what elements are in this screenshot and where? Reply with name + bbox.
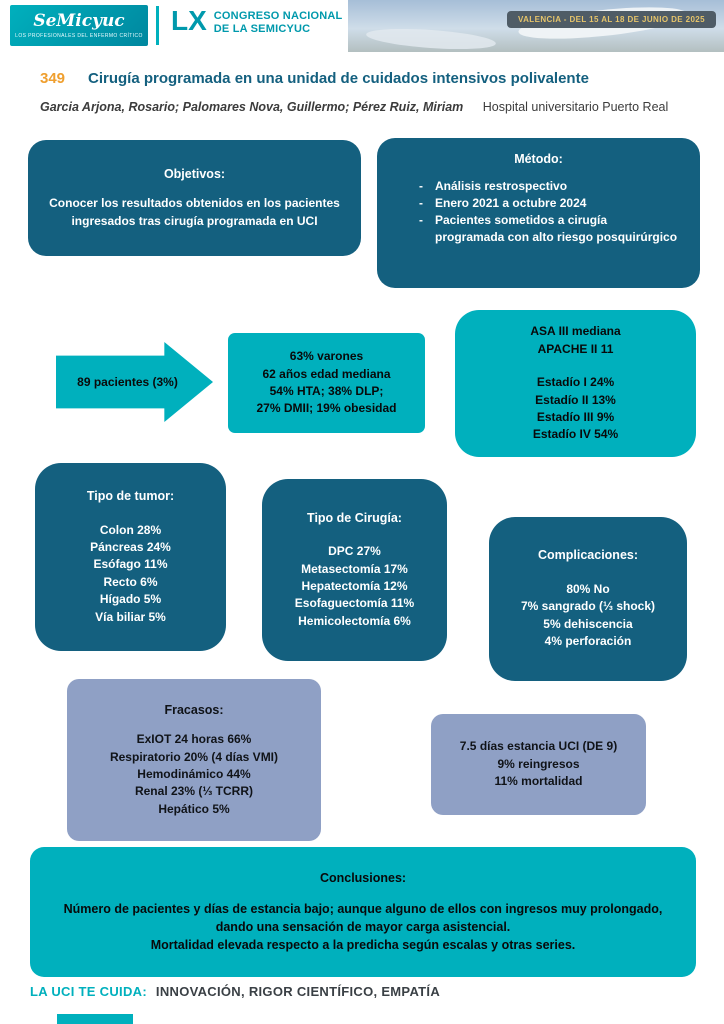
severidad-box: ASA III mediana APACHE II 11 Estadío I 2… <box>455 310 696 457</box>
objetivos-box: Objetivos: Conocer los resultados obteni… <box>28 140 361 256</box>
bottom-accent-bar <box>57 1014 133 1024</box>
footer-slogan-rest: INNOVACIÓN, RIGOR CIENTÍFICO, EMPATÍA <box>155 984 441 999</box>
conclusiones-title: Conclusiones: <box>319 871 407 886</box>
fracasos-line: Respiratorio 20% (4 días VMI) <box>109 749 279 764</box>
metodo-item: Pacientes sometidos a cirugía programada… <box>419 212 678 246</box>
demografia-line: 62 años edad mediana <box>262 366 391 381</box>
cirugia-line: Hepatectomía 12% <box>301 579 408 594</box>
complicaciones-line: 5% dehiscencia <box>543 616 633 631</box>
complicaciones-line: 4% perforación <box>544 634 632 649</box>
logo-brand-text: SeMicyuc <box>33 10 125 31</box>
tumor-box: Tipo de tumor: Colon 28% Páncreas 24% Es… <box>35 463 226 651</box>
tumor-lines: Colon 28% Páncreas 24% Esófago 11% Recto… <box>90 522 171 626</box>
tumor-line: Esófago 11% <box>93 557 168 572</box>
tumor-line: Vía biliar 5% <box>95 609 166 624</box>
objetivos-title: Objetivos: <box>163 166 226 181</box>
conclusiones-box: Conclusiones: Número de pacientes y días… <box>30 847 696 977</box>
cirugia-line: Metasectomía 17% <box>301 561 408 576</box>
conclusiones-line: Número de pacientes y días de estancia b… <box>63 901 663 934</box>
cirugia-line: Hemicolectomía 6% <box>298 613 411 628</box>
patients-arrow-label: 89 pacientes (3%) <box>77 375 178 389</box>
logo-tagline: LOS PROFESIONALES DEL ENFERMO CRÍTICO <box>15 32 143 39</box>
estancia-line: 11% mortalidad <box>494 774 583 789</box>
tumor-line: Hígado 5% <box>99 592 162 607</box>
footer-slogan: LA UCI TE CUIDA: INNOVACIÓN, RIGOR CIENT… <box>30 984 440 999</box>
complicaciones-line: 80% No <box>566 581 610 596</box>
demografia-line: 27% DMII; 19% obesidad <box>256 401 397 416</box>
footer-slogan-lead: LA UCI TE CUIDA: <box>30 984 147 999</box>
fracasos-line: Hemodinámico 44% <box>137 767 251 782</box>
fracasos-box: Fracasos: ExIOT 24 horas 66% Respiratori… <box>67 679 321 841</box>
cirugia-title: Tipo de Cirugía: <box>307 510 402 525</box>
estancia-box: 7.5 días estancia UCI (DE 9) 9% reingres… <box>431 714 646 815</box>
severidad-line: ASA III mediana <box>530 324 621 339</box>
metodo-item: Análisis restrospectivo <box>419 178 678 195</box>
tumor-title: Tipo de tumor: <box>86 489 175 504</box>
authors: Garcia Arjona, Rosario; Palomares Nova, … <box>40 100 464 114</box>
congress-title: LX CONGRESO NACIONAL DE LA SEMICYUC <box>171 7 342 36</box>
abstract-title: Cirugía programada en una unidad de cuid… <box>88 70 589 87</box>
congress-name-line1: CONGRESO NACIONAL <box>213 10 343 22</box>
severidad-stage-line: Estadío I 24% <box>536 375 615 390</box>
severidad-stage-line: Estadío IV 54% <box>532 427 619 442</box>
congress-edition: LX <box>171 5 207 36</box>
metodo-item-text: Pacientes sometidos a cirugía programada… <box>435 212 678 244</box>
severidad-scores: ASA III mediana APACHE II 11 <box>530 323 620 358</box>
cirugia-box: Tipo de Cirugía: DPC 27% Metasectomía 17… <box>262 479 447 661</box>
cirugia-line: DPC 27% <box>328 544 381 559</box>
tumor-line: Páncreas 24% <box>90 539 171 554</box>
fracasos-title: Fracasos: <box>164 702 224 717</box>
complicaciones-box: Complicaciones: 80% No 7% sangrado (⅓ sh… <box>489 517 687 681</box>
congress-name-line2: DE LA SEMICYUC <box>213 23 311 36</box>
abstract-number: 349 <box>40 70 66 87</box>
tumor-line: Colon 28% <box>99 522 162 537</box>
affiliation: Hospital universitario Puerto Real <box>482 100 669 114</box>
demografia-box: 63% varones 62 años edad mediana 54% HTA… <box>228 333 425 433</box>
metodo-item-text: Análisis restrospectivo <box>435 178 568 193</box>
fracasos-lines: ExIOT 24 horas 66% Respiratorio 20% (4 d… <box>110 731 278 818</box>
estancia-line: 9% reingresos <box>497 756 580 771</box>
fracasos-line: ExIOT 24 horas 66% <box>136 732 252 747</box>
metodo-list: Análisis restrospectivo Enero 2021 a oct… <box>377 178 700 246</box>
estancia-line: 7.5 días estancia UCI (DE 9) <box>459 739 618 754</box>
header: SeMicyuc LOS PROFESIONALES DEL ENFERMO C… <box>0 0 724 52</box>
header-divider <box>156 6 159 45</box>
demografia-line: 54% HTA; 38% DLP; <box>269 384 384 398</box>
metodo-title: Método: <box>514 152 563 166</box>
building-shape-icon <box>365 25 497 52</box>
authors-row: Garcia Arjona, Rosario; Palomares Nova, … <box>40 100 668 114</box>
severidad-stages: Estadío I 24% Estadío II 13% Estadío III… <box>533 374 618 444</box>
objetivos-body: Conocer los resultados obtenidos en los … <box>49 196 340 228</box>
event-date-badge: VALENCIA - DEL 15 AL 18 DE JUNIO DE 2025 <box>506 11 716 28</box>
complicaciones-line: 7% sangrado (⅓ shock) <box>520 599 656 614</box>
congress-name: CONGRESO NACIONAL DE LA SEMICYUC <box>214 7 343 36</box>
demografia-line: 63% varones <box>289 349 364 364</box>
complicaciones-lines: 80% No 7% sangrado (⅓ shock) 5% dehiscen… <box>521 581 655 651</box>
fracasos-line: Renal 23% (⅓ TCRR) <box>134 784 253 799</box>
conclusiones-line: Mortalidad elevada respecto a la predich… <box>150 937 576 952</box>
cirugia-lines: DPC 27% Metasectomía 17% Hepatectomía 12… <box>295 543 414 630</box>
metodo-box: Método: Análisis restrospectivo Enero 20… <box>377 138 700 288</box>
complicaciones-title: Complicaciones: <box>537 548 639 563</box>
metodo-item: Enero 2021 a octubre 2024 <box>419 195 678 212</box>
cirugia-line: Esofaguectomía 11% <box>294 596 415 611</box>
severidad-line: APACHE II 11 <box>537 341 614 356</box>
severidad-stage-line: Estadío II 13% <box>535 392 616 407</box>
tumor-line: Recto 6% <box>103 574 158 589</box>
semicyuc-logo: SeMicyuc LOS PROFESIONALES DEL ENFERMO C… <box>10 5 148 46</box>
metodo-item-text: Enero 2021 a octubre 2024 <box>435 195 587 210</box>
severidad-stage-line: Estadío III 9% <box>536 409 615 424</box>
patients-arrow-icon: 89 pacientes (3%) <box>56 342 213 422</box>
fracasos-line: Hepático 5% <box>158 801 230 816</box>
